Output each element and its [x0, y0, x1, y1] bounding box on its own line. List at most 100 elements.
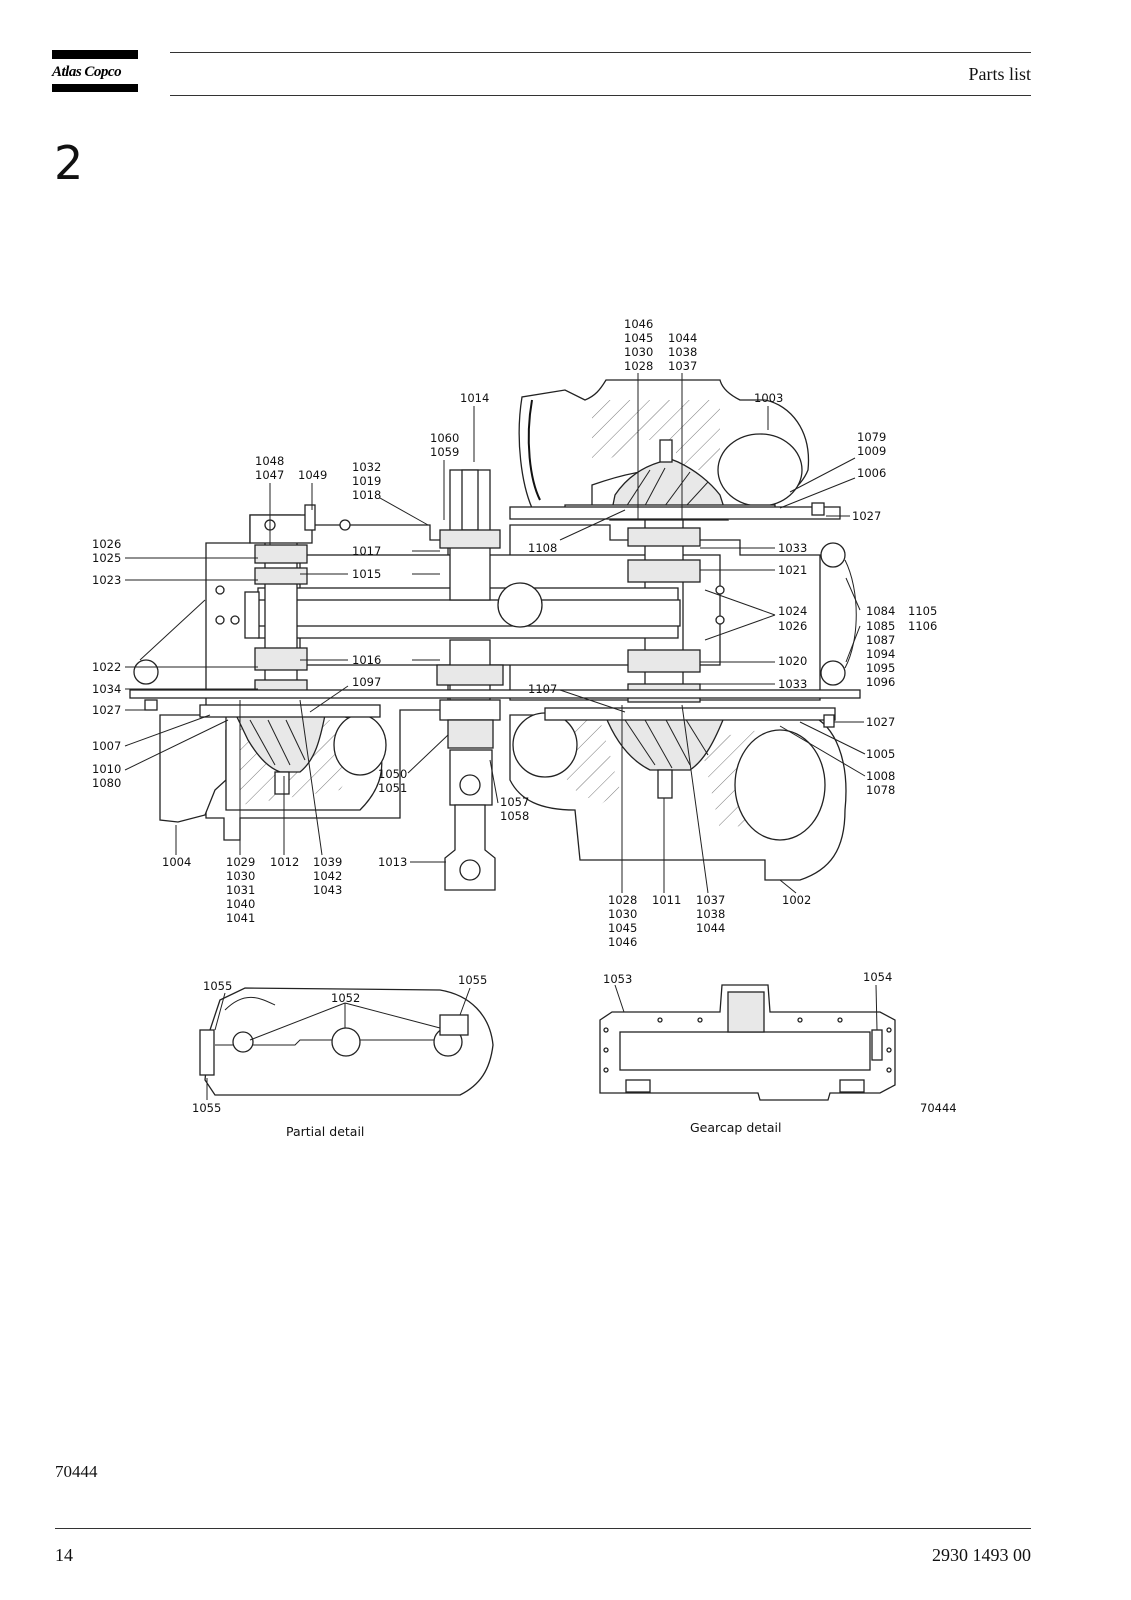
callout: 1028: [624, 359, 653, 373]
logo-bar-top: [52, 50, 138, 59]
partial-detail-pipe-middle: [331, 1027, 361, 1057]
left-upper-bearing: [254, 544, 308, 564]
drive-coupling-adaptor: [444, 804, 496, 891]
gearcap-boss: [727, 991, 765, 1033]
callout: 1033: [778, 541, 807, 555]
callout: 1040: [226, 897, 255, 911]
lower-right-impeller: [604, 714, 726, 771]
callout: 1055: [192, 1101, 221, 1115]
header-rule-bottom: [170, 95, 1031, 96]
callout: 1032: [352, 460, 381, 474]
callout: 1087: [866, 633, 895, 647]
callout: 1052: [331, 991, 360, 1005]
callout: 1046: [608, 935, 637, 949]
callout: 1096: [866, 675, 895, 689]
callout: 1013: [378, 855, 407, 869]
callout: 1097: [352, 675, 381, 689]
impeller-blade: [285, 719, 306, 761]
callout: 1041: [226, 911, 255, 925]
callout: 1017: [352, 544, 381, 558]
callout: 1058: [500, 809, 529, 823]
bottom-split-line: [129, 689, 861, 699]
gearcap-sight-glass: [871, 1029, 883, 1061]
callout: 1055: [203, 979, 232, 993]
cooler-pipe-lower: [820, 660, 846, 686]
top-flange-bolts: [509, 506, 841, 520]
lower-right-diffuser: [544, 707, 836, 721]
lower-right-impeller-nut: [657, 769, 673, 799]
bull-gear-shaft-end: [244, 591, 260, 639]
gearcap-bolt-hole: [886, 1047, 892, 1053]
callout: 1021: [778, 563, 807, 577]
oil-pipe-link: [139, 599, 206, 661]
callout: 1037: [696, 893, 725, 907]
bolt-1027-left: [144, 699, 158, 711]
callout: 1079: [857, 430, 886, 444]
callout: 1014: [460, 391, 489, 405]
gearcap-bolt-hole: [603, 1047, 609, 1053]
callout: 1085: [866, 619, 895, 633]
lower-left-bore: [333, 714, 387, 776]
callout: 1030: [624, 345, 653, 359]
callout: 1108: [528, 541, 557, 555]
impeller-blade: [684, 717, 709, 756]
callout: 1005: [866, 747, 895, 761]
callout: 1038: [668, 345, 697, 359]
gearcap-bolt-hole: [657, 1017, 663, 1023]
casing-hole: [215, 585, 225, 595]
impeller-blade: [249, 719, 276, 766]
callout: 1026: [778, 619, 807, 633]
left-pinion-cap: [249, 514, 313, 544]
lower-left-impeller: [234, 714, 326, 773]
partial-detail: 1055 1052 1055 1055 Partial detail: [192, 973, 494, 1139]
gearcap-channel: [619, 1031, 871, 1071]
callout: 1022: [92, 660, 121, 674]
cooler-pipe-upper: [820, 542, 846, 568]
gearcap-foot-right: [839, 1079, 865, 1093]
gearcap-bolt-hole: [886, 1067, 892, 1073]
gearcap-foot-left: [625, 1079, 651, 1093]
callout: 1055: [458, 973, 487, 987]
gearcap-bolt-hole: [697, 1017, 703, 1023]
callout: 1008: [866, 769, 895, 783]
cooler-link: [844, 559, 857, 669]
input-shaft-key: [461, 469, 479, 531]
gearcap-bolt-hole: [603, 1027, 609, 1033]
callout: 1033: [778, 677, 807, 691]
figure-id: 70444: [920, 1101, 957, 1115]
callout: 1029: [226, 855, 255, 869]
callout: 1048: [255, 454, 284, 468]
main-assembly: [129, 379, 861, 891]
callout: 1107: [528, 682, 557, 696]
gear-hub: [497, 582, 543, 628]
callout: 1019: [352, 474, 381, 488]
input-upper-bearing: [439, 529, 501, 549]
callout: 1043: [313, 883, 342, 897]
casing-hole: [715, 585, 725, 595]
callout: 1027: [866, 715, 895, 729]
right-lower-seal: [627, 649, 701, 673]
upper-volute-hatch: [592, 400, 720, 470]
callout: 1045: [608, 921, 637, 935]
impeller-blade: [623, 469, 651, 511]
callout: 1078: [866, 783, 895, 797]
callout: 1024: [778, 604, 807, 618]
callout: 1020: [778, 654, 807, 668]
lower-right-bore-left: [512, 712, 578, 778]
callout: 1044: [696, 921, 725, 935]
callout: 1051: [378, 781, 407, 795]
callout: 1049: [298, 468, 327, 482]
callout: 1023: [92, 573, 121, 587]
callout: 1010: [92, 762, 121, 776]
partial-detail-contour: [224, 996, 276, 1011]
impeller-blade: [664, 717, 691, 766]
casing-hole: [339, 519, 351, 531]
input-flange-bore: [459, 774, 481, 796]
callout: 1030: [608, 907, 637, 921]
impeller-blade: [267, 719, 291, 766]
callout: 1027: [92, 703, 121, 717]
callout: 1015: [352, 567, 381, 581]
callout: 1012: [270, 855, 299, 869]
page-number: 14: [55, 1545, 73, 1565]
